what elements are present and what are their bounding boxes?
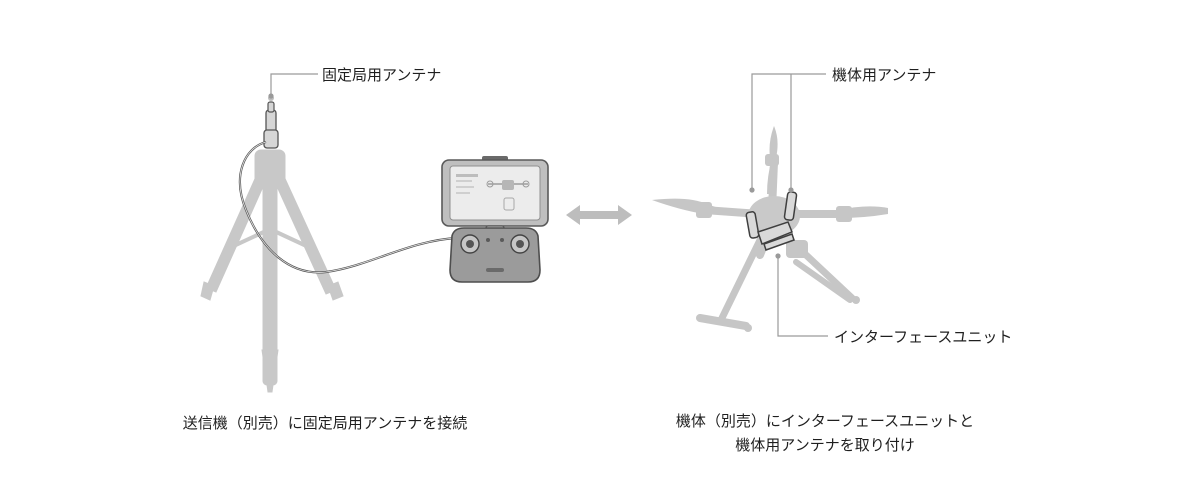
fixed-antenna-label: 固定局用アンテナ bbox=[322, 66, 442, 84]
right-caption-line1: 機体（別売）にインターフェースユニットと bbox=[675, 412, 975, 430]
remote-controller bbox=[441, 156, 549, 283]
right-caption-line2: 機体用アンテナを取り付け bbox=[735, 436, 915, 454]
tripod bbox=[200, 149, 344, 393]
aircraft-antennas bbox=[745, 191, 798, 239]
aircraft-antenna-label: 機体用アンテナ bbox=[832, 66, 937, 84]
left-caption: 送信機（別売）に固定局用アンテナを接続 bbox=[182, 414, 468, 432]
fixed-station-antenna bbox=[263, 95, 279, 149]
link-double-arrow bbox=[566, 205, 632, 225]
aircraft-antenna-leader bbox=[751, 73, 826, 188]
interface-unit bbox=[757, 221, 795, 251]
interface-unit-leader bbox=[777, 256, 828, 337]
interface-unit-label: インターフェースユニット bbox=[834, 328, 1013, 346]
fixed-antenna-leader bbox=[270, 73, 318, 96]
